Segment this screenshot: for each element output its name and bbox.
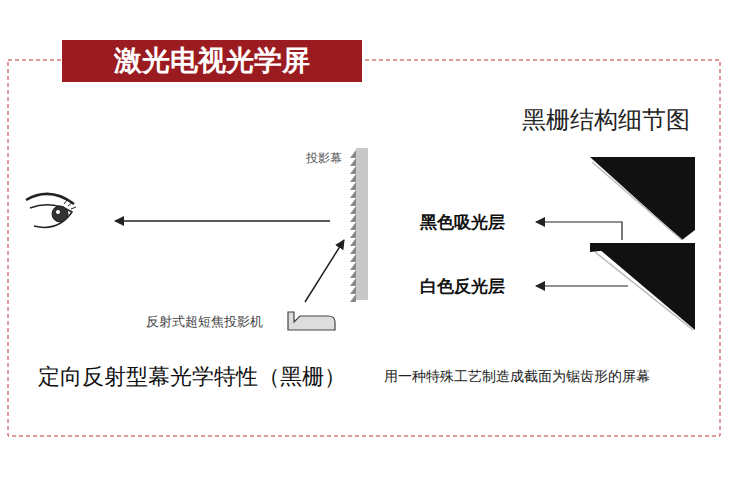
layer-label: 黑色吸光层 [420,211,505,234]
tooth [350,206,356,214]
tooth [350,262,356,270]
projection-arrow [305,240,344,302]
leader-arrow [536,222,622,240]
title-banner: 激光电视光学屏 [62,40,362,82]
projector-label: 反射式超短焦投影机 [146,313,263,331]
dashed-frame [8,60,720,436]
tooth [350,222,356,230]
tooth [350,246,356,254]
tooth [350,174,356,182]
tooth [350,286,356,294]
section-caption: 定向反射型幕光学特性（黑栅） [38,362,346,392]
title: 激光电视光学屏 [62,40,362,82]
tooth [350,254,356,262]
tooth [350,230,356,238]
tooth [350,214,356,222]
black-grating-detail [590,157,695,330]
detail-heading: 黑栅结构细节图 [522,104,690,136]
tooth [350,270,356,278]
tooth [350,190,356,198]
screen [356,148,368,300]
tooth [350,150,356,158]
description-note: 用一种特殊工艺制造成截面为锯齿形的屏幕 [384,368,650,386]
screen-label: 投影幕 [306,150,342,167]
leader-arrow [536,285,628,286]
screen-teeth [350,150,356,302]
tooth [350,278,356,286]
tooth [350,182,356,190]
tooth [350,158,356,166]
tooth [350,166,356,174]
eye [26,194,76,228]
reflection-arrow [115,220,330,222]
tooth [350,238,356,246]
tooth [350,294,356,302]
projector [288,312,335,330]
tooth [350,198,356,206]
layer-label: 白色反光层 [420,275,505,298]
